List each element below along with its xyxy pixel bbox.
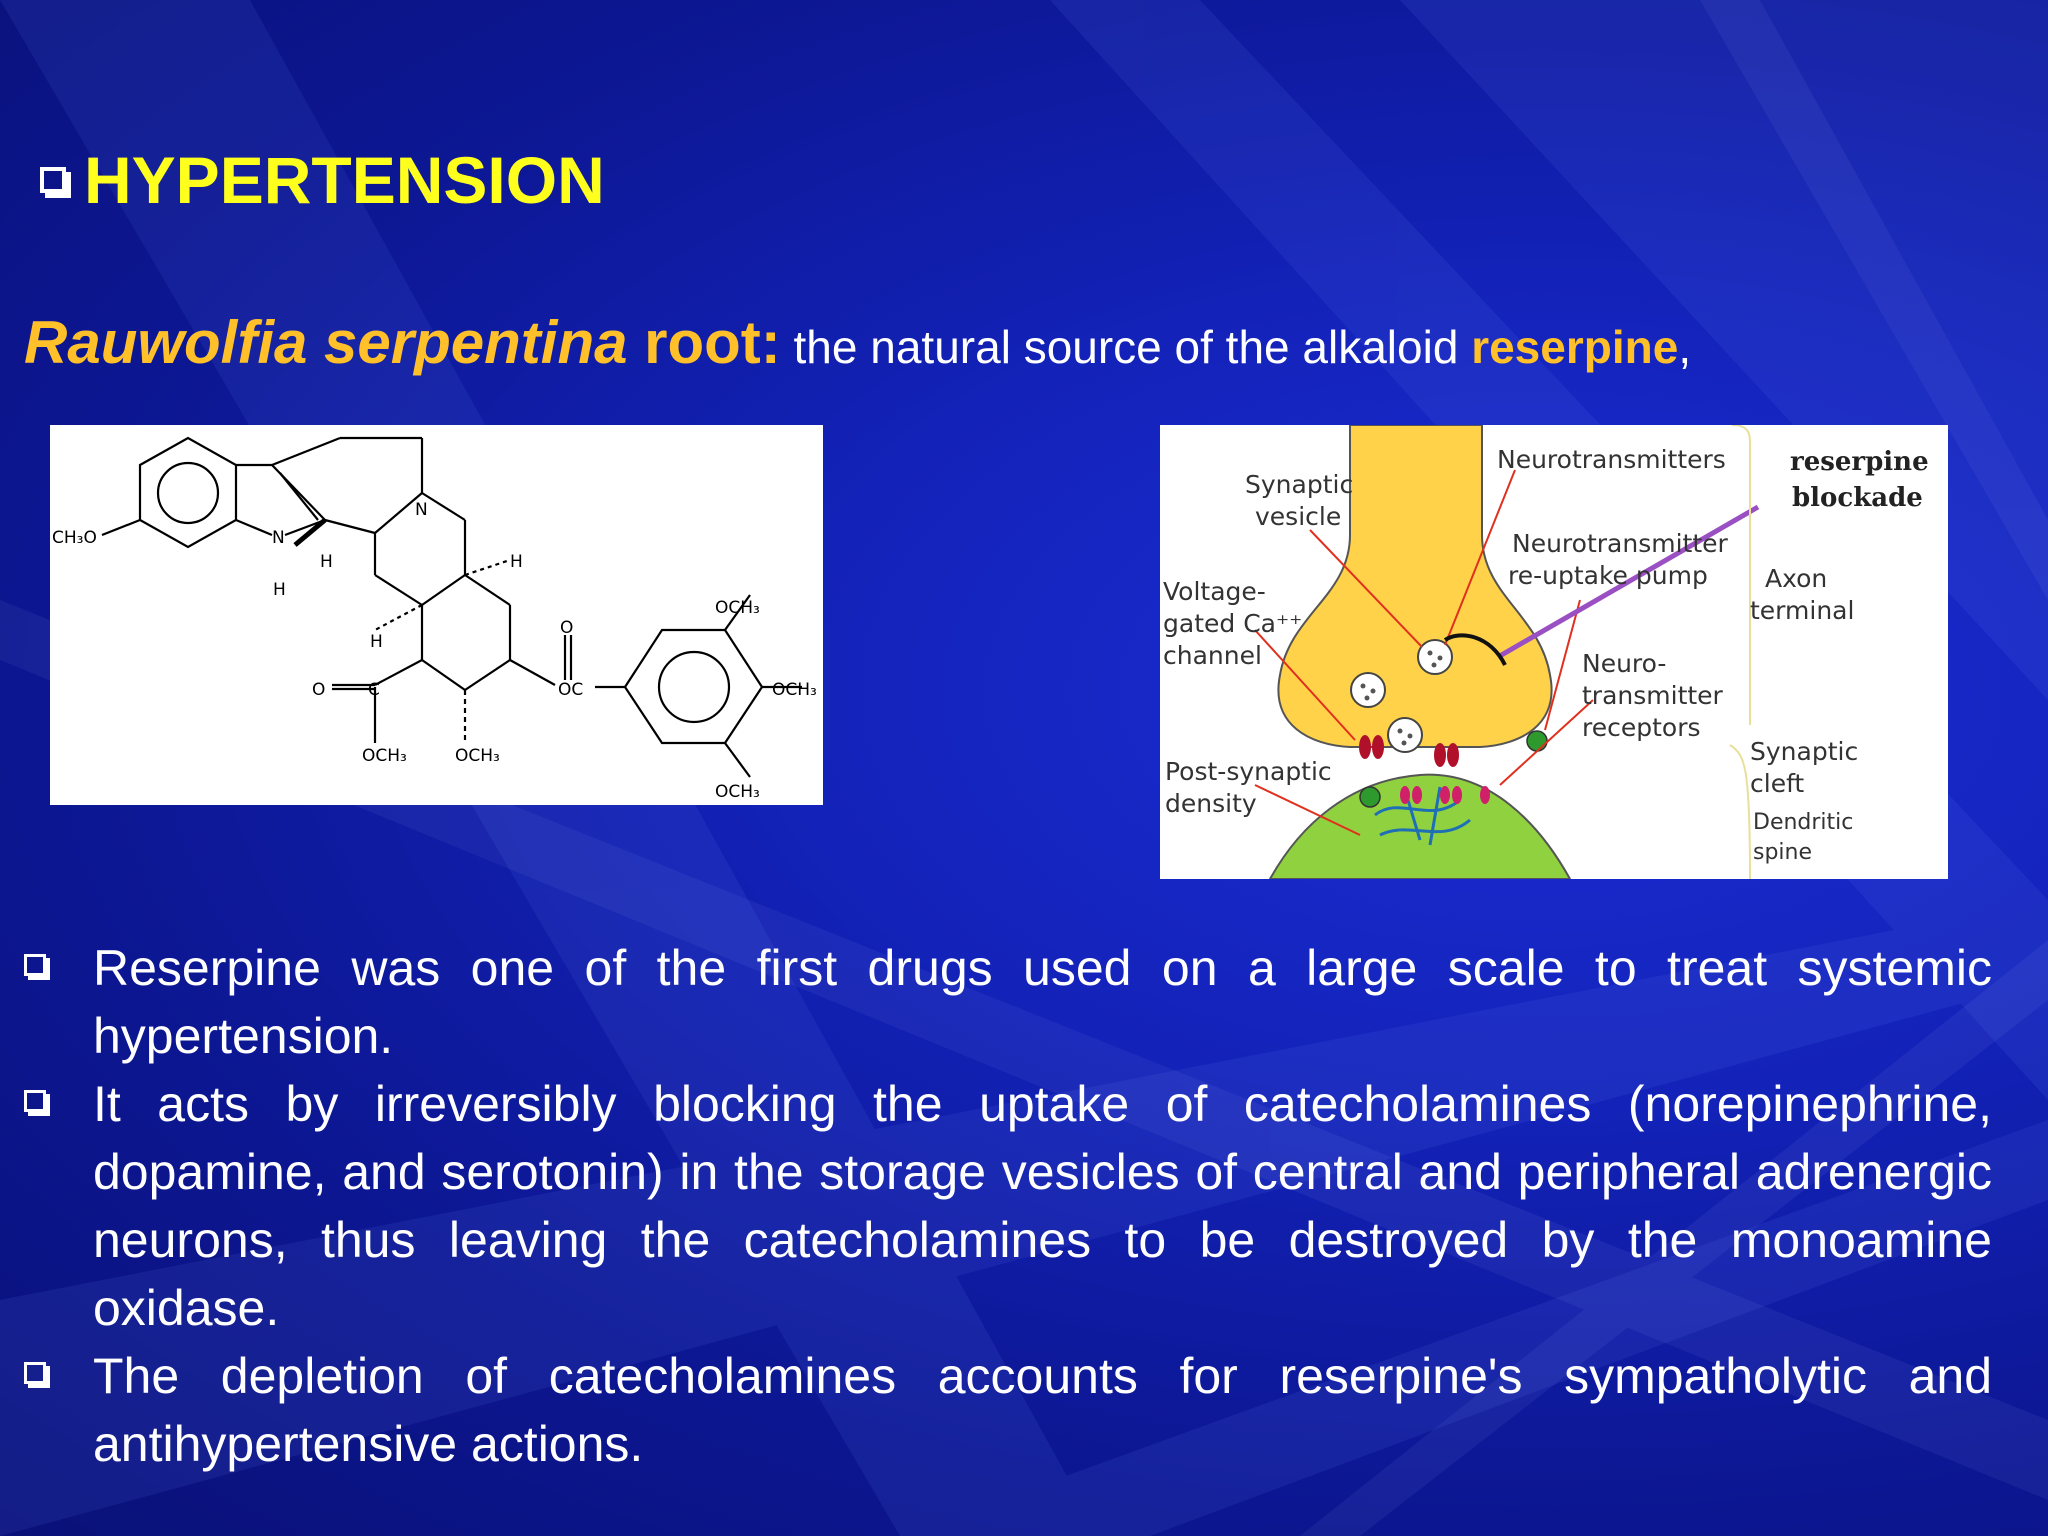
- label-receptors-3: receptors: [1582, 713, 1701, 742]
- label-h-under-n: H: [273, 580, 286, 600]
- label-och3-mid: OCH₃: [455, 746, 500, 766]
- label-psd-1: Post-synaptic: [1165, 757, 1332, 786]
- synapse-diagram-figure: Synaptic vesicle Neurotransmitters Neuro…: [1160, 424, 1948, 880]
- label-receptors-2: transmitter: [1582, 681, 1724, 710]
- plant-part: root:: [627, 309, 781, 376]
- label-o-carbonyl: O: [560, 618, 573, 638]
- reserpine-structure-figure: CH₃O N H N H H H O C OCH₃ OCH₃ O OC OCH₃…: [50, 425, 823, 805]
- label-axon-1: Axon: [1765, 564, 1827, 593]
- label-vgc-3: channel: [1163, 641, 1262, 670]
- label-oc: OC: [558, 680, 583, 700]
- bullet-text: The depletion of catecholamines accounts…: [93, 1348, 1992, 1472]
- bullet-item: It acts by irreversibly blocking the upt…: [20, 1070, 1992, 1342]
- checkbox-bullet-icon: [40, 167, 66, 193]
- checkbox-bullet-icon: [24, 1090, 46, 1112]
- label-och3-right: OCH₃: [772, 680, 817, 700]
- slide-title: HYPERTENSION: [40, 142, 605, 218]
- bullet-list: Reserpine was one of the first drugs use…: [20, 934, 1992, 1478]
- label-h1: H: [320, 552, 333, 572]
- label-reserpine-1: reserpine: [1790, 447, 1929, 477]
- label-o-ester: O: [312, 680, 325, 700]
- blockade-line: [1496, 504, 1760, 660]
- label-reserpine-2: blockade: [1792, 483, 1923, 513]
- checkbox-bullet-icon: [24, 1362, 46, 1384]
- title-text: HYPERTENSION: [84, 143, 605, 217]
- label-reuptake-1: Neurotransmitter: [1512, 529, 1729, 558]
- checkbox-bullet-icon: [24, 954, 46, 976]
- subtitle-desc: the natural source of the alkaloid: [780, 321, 1472, 373]
- label-synaptic-vesicle-1: Synaptic: [1245, 470, 1353, 499]
- reserpine-structure-svg: CH₃O N H N H H H O C OCH₃ OCH₃ O OC OCH₃…: [52, 436, 817, 802]
- subtitle-trail: ,: [1678, 321, 1692, 373]
- label-spine-1: Dendritic: [1753, 810, 1853, 835]
- label-vgc-2: gated Ca⁺⁺: [1163, 609, 1302, 638]
- bullet-text: It acts by irreversibly blocking the upt…: [93, 1076, 1992, 1336]
- label-c-ester: C: [368, 680, 380, 700]
- bullet-item: The depletion of catecholamines accounts…: [20, 1342, 1992, 1478]
- label-reuptake-2: re-uptake pump: [1508, 561, 1708, 590]
- label-spine-2: spine: [1753, 840, 1812, 865]
- label-och3-top: OCH₃: [715, 598, 760, 618]
- label-och3-bottom: OCH₃: [715, 782, 760, 802]
- bullet-text: Reserpine was one of the first drugs use…: [93, 940, 1992, 1064]
- label-synaptic-vesicle-2: vesicle: [1255, 502, 1341, 531]
- compound-name: reserpine: [1471, 321, 1679, 373]
- label-receptors-1: Neuro-: [1582, 649, 1666, 678]
- label-n-ring: N: [415, 500, 428, 520]
- dendritic-spine-shape: [1268, 773, 1572, 880]
- subtitle: Rauwolfia serpentina root: the natural s…: [24, 308, 1691, 377]
- label-h3: H: [370, 632, 383, 652]
- label-neurotransmitters: Neurotransmitters: [1497, 445, 1726, 474]
- label-psd-2: density: [1165, 789, 1257, 818]
- label-vgc-1: Voltage-: [1163, 577, 1266, 606]
- label-n-indole: N: [272, 528, 285, 548]
- species-name: Rauwolfia serpentina: [24, 309, 628, 376]
- label-och3-ester: OCH₃: [362, 746, 407, 766]
- label-cleft-1: Synaptic: [1750, 737, 1858, 766]
- label-cleft-2: cleft: [1750, 769, 1804, 798]
- bullet-item: Reserpine was one of the first drugs use…: [20, 934, 1992, 1070]
- axon-terminal-shape: [1277, 424, 1553, 748]
- synapse-diagram-svg: Synaptic vesicle Neurotransmitters Neuro…: [1163, 424, 1929, 880]
- label-axon-2: terminal: [1750, 596, 1854, 625]
- label-h2: H: [510, 552, 523, 572]
- label-ch3o: CH₃O: [52, 528, 97, 548]
